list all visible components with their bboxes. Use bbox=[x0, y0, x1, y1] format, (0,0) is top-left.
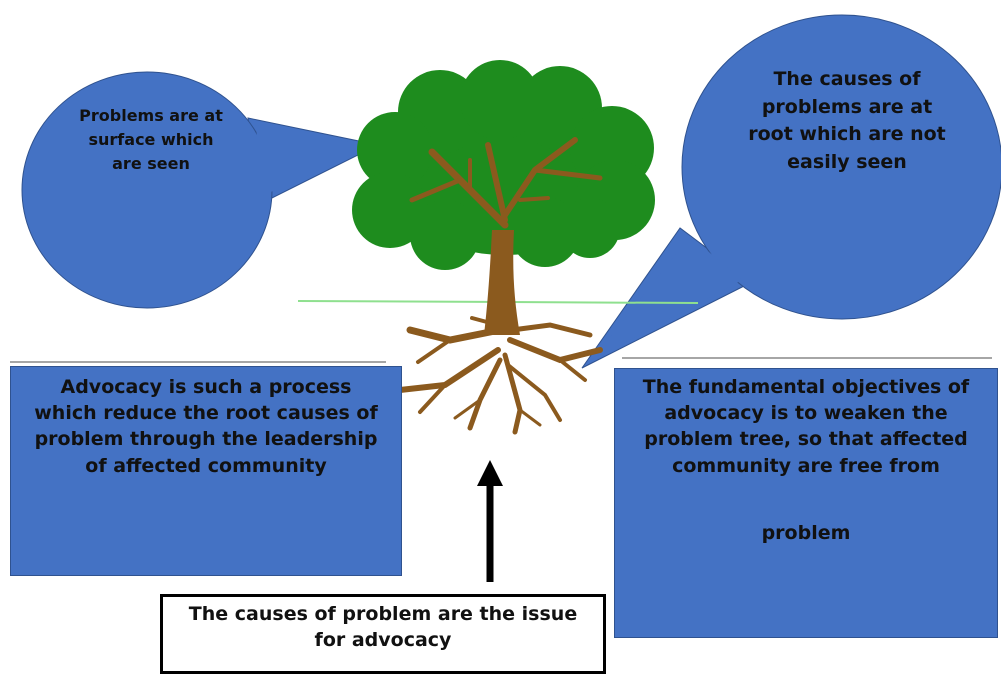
left-advocacy-box bbox=[10, 366, 402, 576]
right-objectives-box bbox=[614, 368, 998, 638]
surface-bubble-text: Problems are at surface which are seen bbox=[79, 106, 223, 173]
tree-trunk bbox=[484, 230, 520, 335]
right-box-tail-text: problem bbox=[761, 522, 851, 544]
caption-text: The causes of problem are the issue for … bbox=[188, 603, 578, 651]
left-box-text: Advocacy is such a process which reduce … bbox=[34, 376, 378, 477]
surface-speech-bubble bbox=[21, 71, 380, 309]
root-bubble-text: The causes of problems are at root which… bbox=[748, 68, 946, 173]
up-arrow-icon bbox=[477, 460, 503, 582]
tree-trunk-and-roots bbox=[397, 137, 603, 435]
root-speech-bubble bbox=[581, 14, 1001, 369]
right-box-text: The fundamental objectives of advocacy i… bbox=[642, 376, 970, 477]
tree-foliage bbox=[352, 60, 655, 270]
